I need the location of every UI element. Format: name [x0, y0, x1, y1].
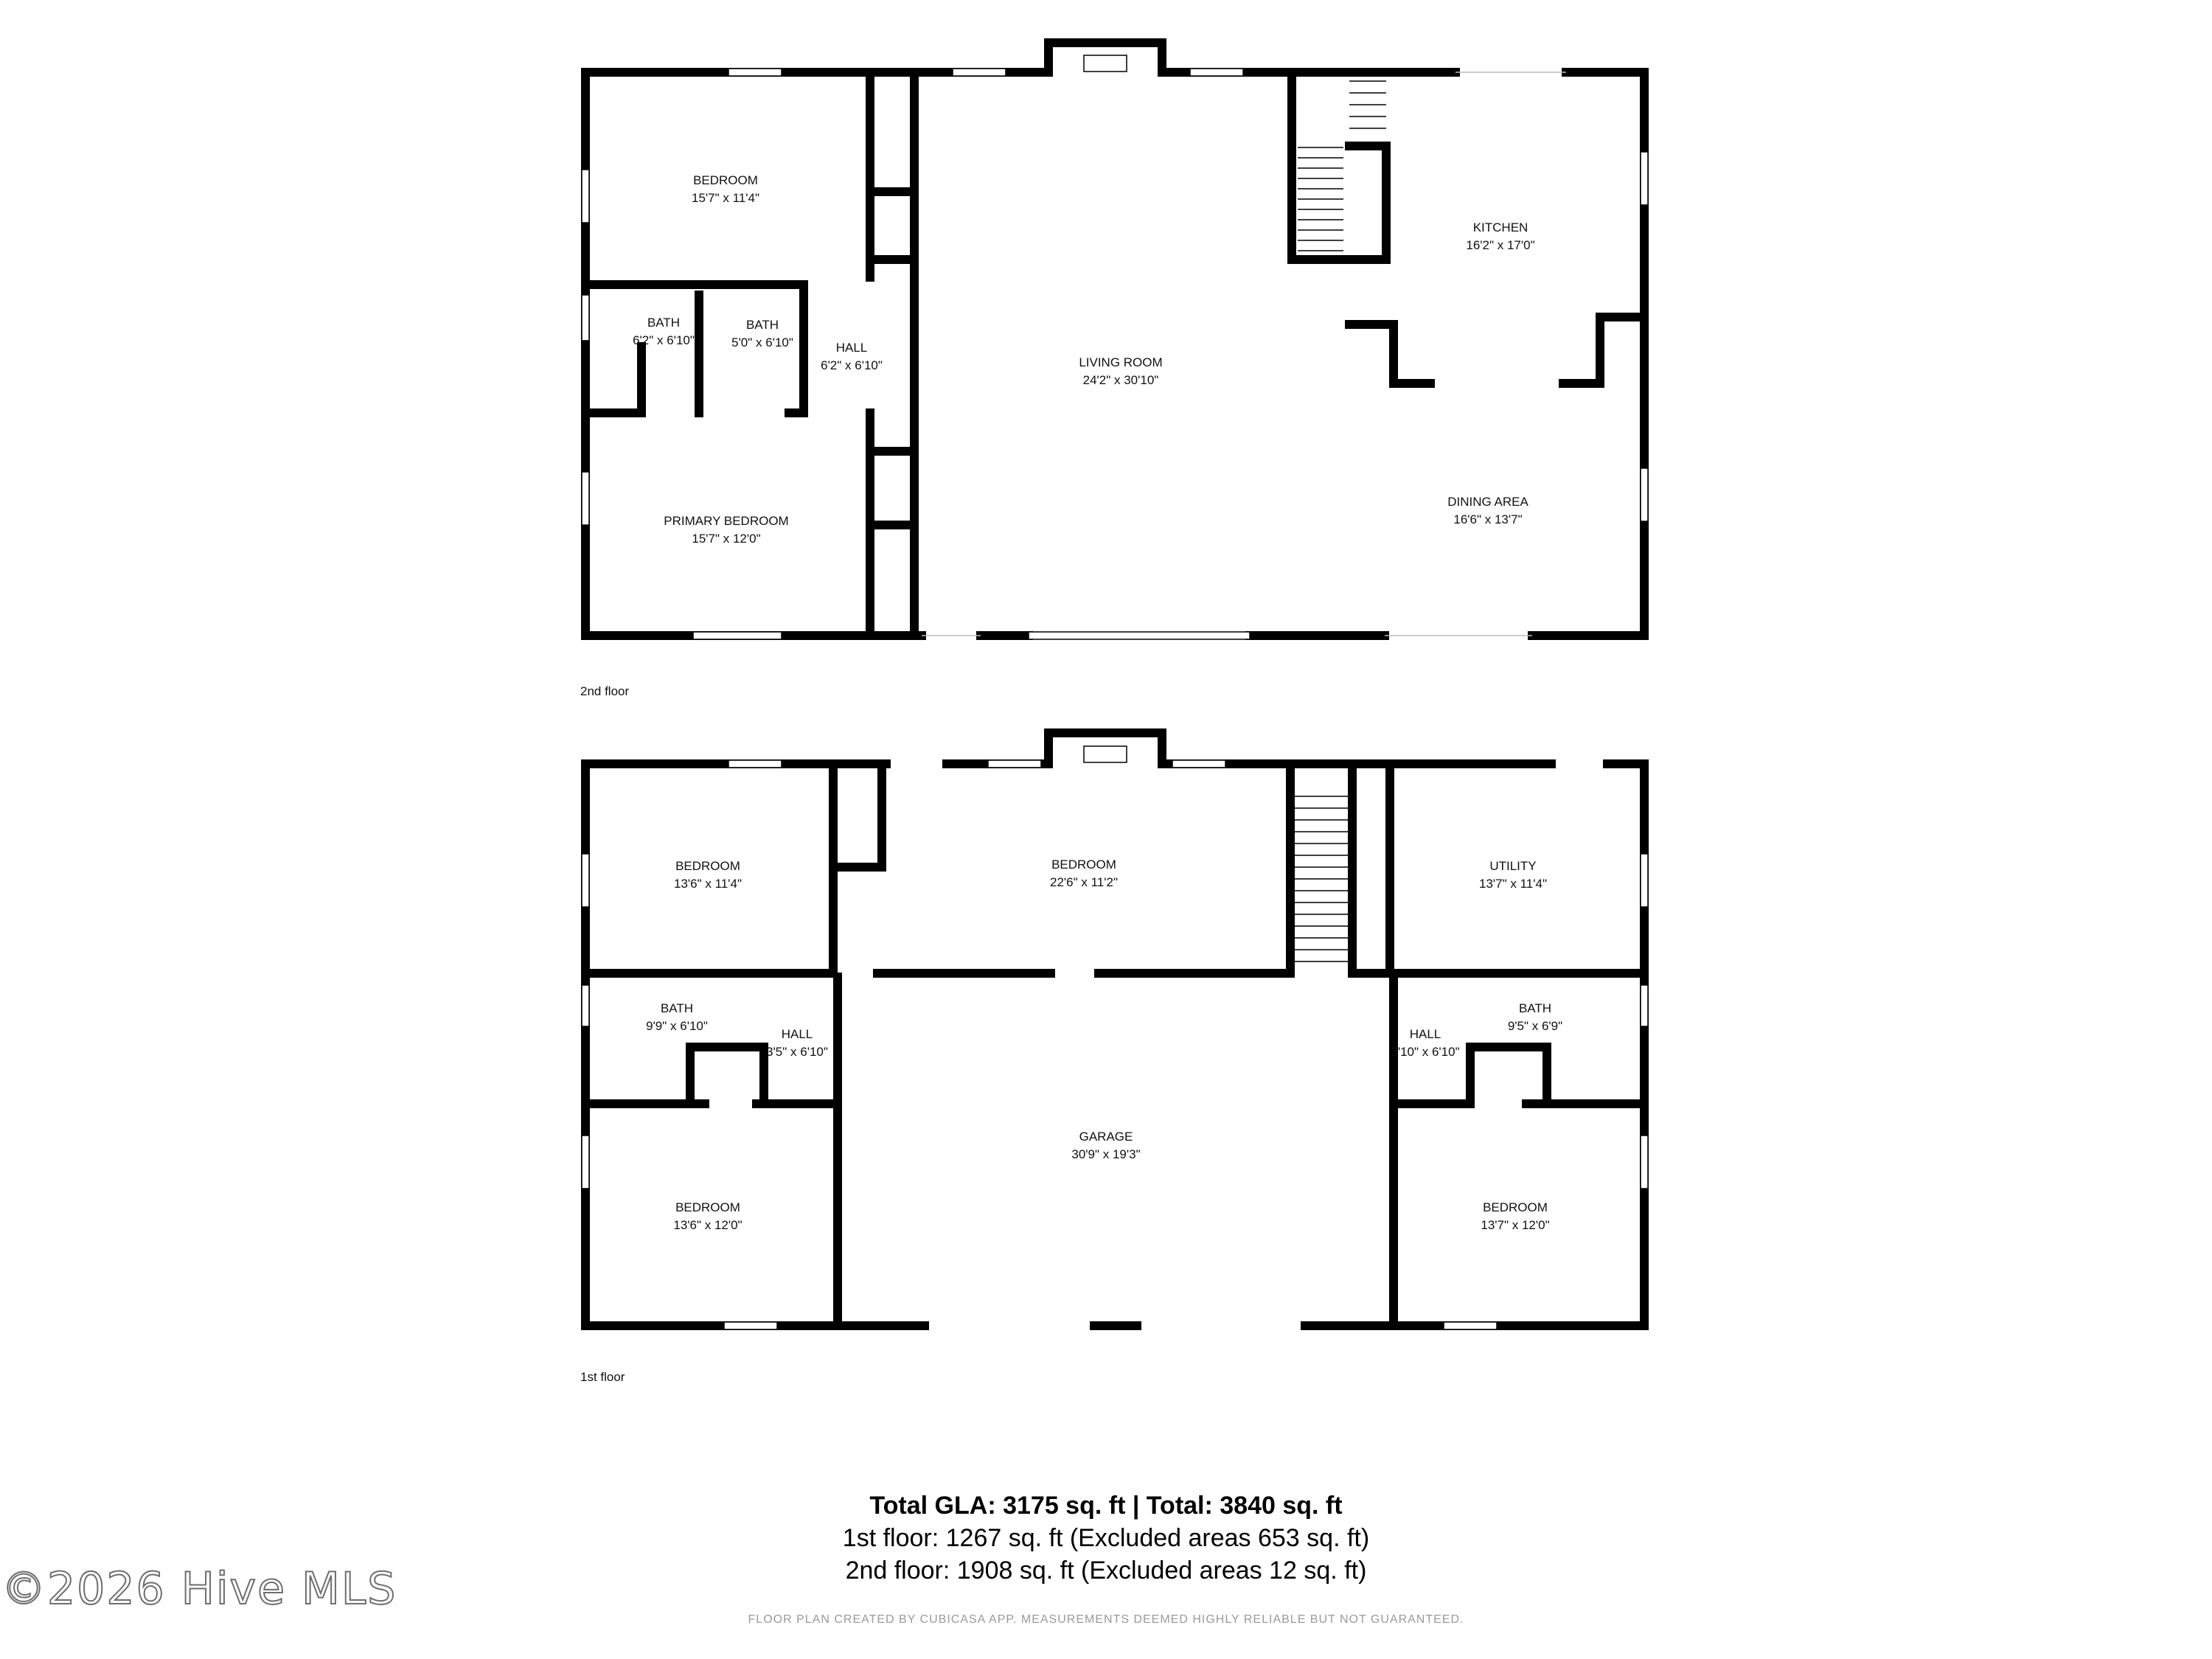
floor-label-1st: 1st floor	[580, 1370, 625, 1384]
chimney	[1044, 38, 1166, 77]
window	[581, 169, 590, 223]
window	[581, 853, 590, 908]
room-labels: BEDROOM 15'7" x 11'4" BATH 6'2" x 6'10" BATH…	[633, 173, 1562, 1232]
window	[1640, 984, 1649, 1027]
room-dimensions: 15'7" x 12'0"	[692, 532, 760, 546]
room-dimensions: 16'6" x 13'7"	[1453, 512, 1522, 526]
room-dimensions: 3'10" x 6'10"	[1391, 1045, 1459, 1059]
window	[1640, 467, 1649, 522]
room-dimensions: 13'7" x 12'0"	[1481, 1218, 1549, 1232]
room-name: KITCHEN	[1473, 220, 1528, 234]
room-dimensions: 24'2" x 30'10"	[1083, 373, 1159, 387]
totals-headline: Total GLA: 3175 sq. ft | Total: 3840 sq.…	[869, 1492, 1343, 1520]
window	[692, 631, 782, 640]
window	[1640, 853, 1649, 908]
room-name: BATH	[661, 1001, 693, 1015]
interior-wall	[829, 761, 886, 872]
window	[581, 294, 590, 341]
room-name: BATH	[647, 316, 680, 330]
room-name: UTILITY	[1489, 859, 1536, 873]
area-totals: Total GLA: 3175 sq. ft | Total: 3840 sq.…	[0, 1489, 2212, 1587]
room-dimensions: 22'6" x 11'2"	[1050, 875, 1118, 889]
staircase	[1298, 80, 1386, 251]
room-dimensions: 13'6" x 12'0"	[673, 1218, 742, 1232]
room-name: HALL	[836, 341, 868, 355]
exterior-wall	[581, 68, 1649, 640]
walls	[581, 38, 1649, 640]
chimney	[1044, 728, 1166, 768]
room-name: BEDROOM	[693, 173, 758, 187]
window	[1640, 1135, 1649, 1189]
room-name: LIVING ROOM	[1079, 355, 1162, 369]
stair-wall	[1287, 69, 1391, 264]
window	[1083, 745, 1127, 763]
window	[581, 1135, 590, 1189]
room-name: BEDROOM	[675, 859, 740, 873]
room-dimensions: 13'6" x 11'4"	[674, 877, 742, 891]
room-name: DINING AREA	[1447, 495, 1528, 509]
room-name: GARAGE	[1079, 1130, 1133, 1144]
window	[581, 984, 590, 1027]
room-dimensions: 15'7" x 11'4"	[692, 191, 759, 205]
window	[1083, 55, 1127, 72]
interior-wall	[1559, 313, 1644, 388]
room-dimensions: 6'2" x 6'10"	[633, 333, 695, 347]
window	[1172, 759, 1226, 768]
totals-first-floor: 1st floor: 1267 sq. ft (Excluded areas 6…	[842, 1524, 1370, 1552]
walls-first-floor	[581, 728, 1649, 1330]
room-dimensions: 5'0" x 6'10"	[731, 335, 793, 349]
watermark: ©2026 Hive MLS	[1, 1562, 397, 1615]
windows-first-floor	[581, 745, 1649, 1330]
window	[723, 1321, 778, 1330]
room-name: BEDROOM	[1483, 1200, 1548, 1214]
room-dimensions: 16'2" x 17'0"	[1466, 238, 1534, 252]
interior-wall	[866, 187, 919, 264]
disclaimer: FLOOR PLAN CREATED BY CUBICASA APP. MEAS…	[748, 1613, 1464, 1626]
room-name: BEDROOM	[675, 1200, 740, 1214]
room-name: PRIMARY BEDROOM	[664, 514, 788, 528]
room-dimensions: 13'7" x 11'4"	[1479, 877, 1547, 891]
staircase-first-floor	[1295, 796, 1348, 962]
room-name: BATH	[1519, 1001, 1551, 1015]
window	[728, 68, 782, 77]
interior-wall	[1466, 1043, 1551, 1108]
window	[1028, 631, 1251, 640]
floor-label-2nd: 2nd floor	[580, 684, 629, 698]
room-name: HALL	[1410, 1027, 1441, 1041]
interior-wall	[686, 1043, 768, 1108]
window	[581, 471, 590, 526]
room-dimensions: 30'9" x 19'3"	[1071, 1147, 1140, 1161]
window	[728, 759, 782, 768]
totals-second-floor: 2nd floor: 1908 sq. ft (Excluded areas 1…	[845, 1557, 1367, 1585]
interior-wall	[866, 447, 919, 529]
window	[1443, 1321, 1498, 1330]
windows	[581, 55, 1649, 640]
window	[952, 68, 1006, 77]
interior-wall	[1348, 761, 1394, 978]
room-dimensions: 3'5" x 6'10"	[766, 1045, 828, 1059]
room-dimensions: 9'5" x 6'9"	[1508, 1019, 1562, 1033]
room-name: HALL	[782, 1027, 813, 1041]
room-dimensions: 6'2" x 6'10"	[821, 358, 883, 372]
window	[1640, 151, 1649, 206]
interior-wall	[1345, 320, 1435, 388]
room-dimensions: 9'9" x 6'10"	[646, 1019, 708, 1033]
room-name: BEDROOM	[1051, 858, 1116, 872]
window	[1189, 68, 1244, 77]
room-name: BATH	[746, 318, 779, 332]
window	[987, 759, 1042, 768]
